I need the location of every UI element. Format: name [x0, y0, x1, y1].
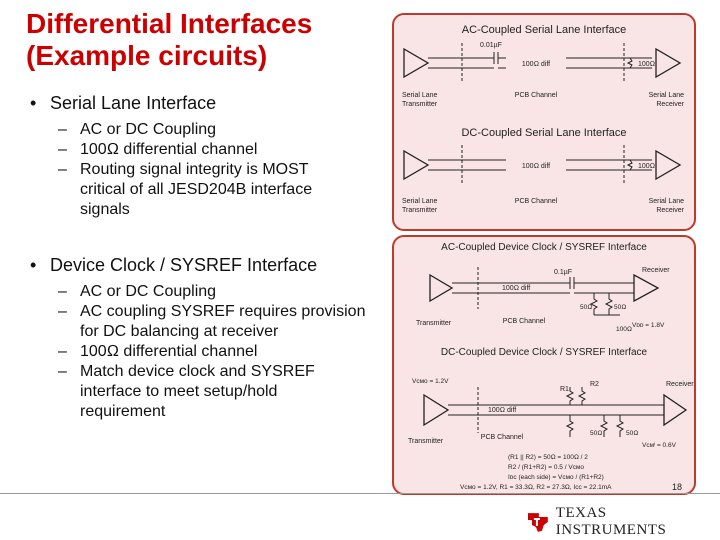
r2-label: R2: [590, 381, 599, 388]
page-number: 18: [672, 482, 683, 492]
equation-1: (R1 || R2) = 50Ω = 100Ω / 2: [508, 454, 588, 461]
rx-label-2: Receiver: [656, 207, 684, 214]
ac-clock-title: AC-Coupled Device Clock / SYSREF Interfa…: [441, 242, 647, 253]
channel-label: PCB Channel: [515, 92, 558, 99]
sub-bullet-text: Routing signal integrity is MOST critica…: [80, 161, 313, 218]
sub-bullet: –AC or DC Coupling: [58, 120, 390, 140]
footer-divider: [0, 493, 720, 494]
ac-clock-cap-label: 0.1µF: [554, 269, 572, 276]
dash-marker: –: [58, 161, 67, 178]
channel-label: PCB Channel: [515, 198, 558, 205]
transmitter-label: Transmitter: [416, 320, 452, 327]
sub-bullet-text: 100Ω differential channel: [80, 343, 258, 360]
serial-lane-diagram: AC-Coupled Serial Lane Interface 0.01µF …: [402, 24, 685, 214]
receiver-label: Receiver: [666, 381, 694, 388]
sub-bullet-text: AC coupling SYSREF requires provision fo…: [80, 303, 366, 340]
receiver-buffer-icon: [655, 47, 682, 79]
dc-clock-diff-label: 100Ω diff: [488, 407, 516, 414]
ac-serial-term-label: 100Ω: [638, 61, 655, 68]
dash-marker: –: [58, 283, 67, 300]
transmitter-label: Transmitter: [408, 438, 444, 445]
receiver-buffer-icon: [633, 273, 660, 303]
sub-bullet-text: 100Ω differential channel: [80, 141, 258, 158]
ti-logo-text: TEXAS INSTRUMENTS: [555, 505, 667, 538]
bullet-marker: •: [30, 255, 37, 275]
channel-label: PCB Channel: [481, 434, 524, 441]
r50a-label: 50Ω: [580, 304, 592, 311]
term50b-label: 50Ω: [626, 430, 638, 437]
tx-label-1: Serial Lane: [402, 198, 438, 205]
sub-bullet: –Routing signal integrity is MOST critic…: [58, 160, 348, 220]
r1-label: R1: [560, 386, 569, 393]
title-line-1: Differential Interfaces: [26, 8, 313, 39]
dc-clock-title: DC-Coupled Device Clock / SYSREF Interfa…: [441, 347, 648, 358]
transmitter-buffer-icon: [403, 47, 430, 79]
bullet-text: Device Clock / SYSREF Interface: [50, 255, 318, 275]
ac-serial-cap-label: 0.01µF: [480, 42, 502, 49]
receiver-buffer-icon: [663, 393, 688, 427]
bullet-list: • Serial Lane Interface –AC or DC Coupli…: [30, 92, 390, 422]
serial-lane-diagram-panel: AC-Coupled Serial Lane Interface 0.01µF …: [392, 13, 696, 231]
bullet-serial-lane: • Serial Lane Interface: [30, 92, 390, 114]
ti-logo: TEXAS INSTRUMENTS: [526, 505, 720, 539]
vcmi-label: Vᴄᴍᴵ = 0.6V: [642, 442, 677, 449]
receiver-label: Receiver: [642, 267, 670, 274]
tx-label-2: Transmitter: [402, 101, 438, 108]
receiver-buffer-icon: [655, 149, 682, 181]
bullet-text: Serial Lane Interface: [50, 93, 217, 113]
r100-label: 100Ω: [616, 326, 632, 333]
equation-2: R2 / (R1+R2) = 0.5 / Vᴄᴍᴏ: [508, 464, 584, 471]
transmitter-buffer-icon: [403, 149, 430, 181]
title-line-2: (Example circuits): [26, 40, 268, 71]
dash-marker: –: [58, 141, 67, 158]
dc-serial-diff-label: 100Ω diff: [522, 163, 550, 170]
rx-label-2: Receiver: [656, 101, 684, 108]
dash-marker: –: [58, 303, 67, 320]
dc-serial-term-label: 100Ω: [638, 163, 655, 170]
tx-label-2: Transmitter: [402, 207, 438, 214]
vcmo-label: Vᴄᴍᴏ = 1.2V: [412, 378, 449, 385]
sub-bullet: –100Ω differential channel: [58, 342, 390, 362]
sub-bullet-text: AC or DC Coupling: [80, 121, 217, 138]
bullet-device-clock: • Device Clock / SYSREF Interface: [30, 254, 390, 276]
dash-marker: –: [58, 363, 67, 380]
transmitter-buffer-icon: [429, 273, 454, 303]
sub-bullet: –AC coupling SYSREF requires provision f…: [58, 302, 388, 342]
rx-label-1: Serial Lane: [649, 92, 685, 99]
transmitter-buffer-icon: [423, 393, 450, 427]
r50b-label: 50Ω: [614, 304, 626, 311]
device-clock-diagram: AC-Coupled Device Clock / SYSREF Interfa…: [408, 242, 694, 491]
ac-clock-diff-label: 100Ω diff: [502, 285, 530, 292]
ac-serial-diff-label: 100Ω diff: [522, 61, 550, 68]
sub-bullet-text: Match device clock and SYSREF interface …: [80, 363, 315, 420]
equation-4: Vᴄᴍᴏ = 1.2V, R1 = 33.3Ω, R2 = 27.3Ω, Iᴄᴄ…: [460, 484, 612, 491]
sub-bullet-text: AC or DC Coupling: [80, 283, 217, 300]
ac-serial-title: AC-Coupled Serial Lane Interface: [462, 24, 626, 36]
vdd-label: Vᴅᴅ = 1.8V: [632, 322, 665, 329]
dash-marker: –: [58, 121, 67, 138]
device-clock-diagram-panel: AC-Coupled Device Clock / SYSREF Interfa…: [392, 235, 696, 495]
slide-title: Differential Interfaces (Example circuit…: [26, 8, 376, 72]
dc-serial-title: DC-Coupled Serial Lane Interface: [461, 127, 626, 139]
dash-marker: –: [58, 343, 67, 360]
bullet-marker: •: [30, 93, 37, 113]
tx-label-1: Serial Lane: [402, 92, 438, 99]
sub-bullet: –AC or DC Coupling: [58, 282, 390, 302]
rx-label-1: Serial Lane: [649, 198, 685, 205]
channel-label: PCB Channel: [503, 318, 546, 325]
sub-bullet: –100Ω differential channel: [58, 140, 390, 160]
term50a-label: 50Ω: [590, 430, 602, 437]
sub-bullet: –Match device clock and SYSREF interface…: [58, 362, 348, 422]
equation-3: Iᴅᴄ (each side) = Vᴄᴍᴏ / (R1+R2): [508, 474, 604, 481]
ti-state-icon: [527, 513, 548, 532]
